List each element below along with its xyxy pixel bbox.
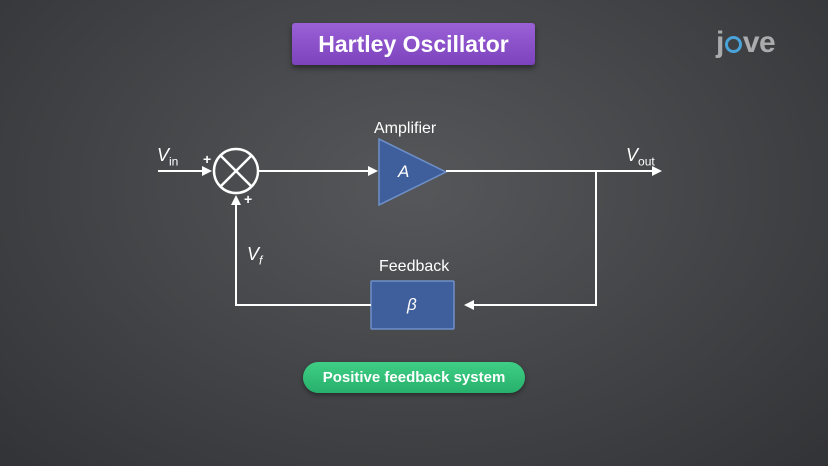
amplifier-block: [378, 137, 448, 207]
page-title: Hartley Oscillator: [292, 23, 535, 65]
feedback-wire-left: [231, 195, 371, 306]
input-voltage-label: Vin: [157, 145, 179, 169]
plus-sign-top: +: [203, 151, 212, 167]
output-voltage-label: Vout: [626, 145, 655, 169]
plus-sign-bottom: +: [244, 191, 253, 207]
logo-bubble-icon: [724, 36, 742, 53]
caption-badge: Positive feedback system: [303, 362, 525, 393]
feedback-symbol: β: [407, 295, 417, 314]
summing-junction-icon: [212, 147, 260, 195]
feedback-voltage-label: Vf: [247, 244, 263, 268]
feedback-label: Feedback: [379, 258, 450, 275]
amplifier-label: Amplifier: [374, 120, 437, 137]
amplifier-symbol: A: [398, 162, 410, 181]
feedback-wire-right: [464, 171, 597, 310]
